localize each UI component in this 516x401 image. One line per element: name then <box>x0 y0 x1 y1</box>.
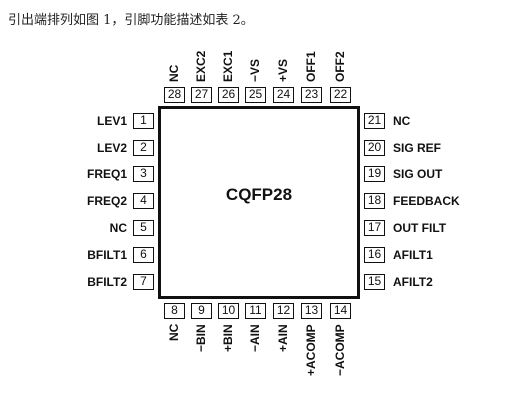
pin-label-vertical: +AIN <box>276 324 290 352</box>
pin-label-vertical: +ACOMP <box>304 324 318 376</box>
pin-label-vertical: NC <box>167 323 181 341</box>
pin-number-box: 20 <box>364 140 385 156</box>
pin-label-vertical: −AIN <box>248 324 262 352</box>
pin-number-box: 2 <box>133 140 154 156</box>
pin-label: BFILT2 <box>87 275 127 289</box>
pin-label: BFILT1 <box>87 248 127 262</box>
pin-number-box: 24 <box>273 87 294 103</box>
pin-number-box: 13 <box>301 303 322 319</box>
pin-number-box: 5 <box>133 220 154 236</box>
pin-label: LEV1 <box>96 114 127 128</box>
pin-number-box: 6 <box>133 247 154 263</box>
pin-label: SIG REF <box>393 141 442 155</box>
pin-label-vertical: −VS <box>248 58 262 82</box>
pin-number-box: 25 <box>245 87 266 103</box>
pin-label: AFILT2 <box>393 275 433 289</box>
pin-label-vertical: −BIN <box>194 324 208 352</box>
pin-number-box: 11 <box>245 303 266 319</box>
pin-number-box: 16 <box>364 247 385 263</box>
pin-number-box: 28 <box>164 87 185 103</box>
pin-label-vertical: −ACOMP <box>333 324 347 376</box>
pin-label-vertical: NC <box>167 64 181 82</box>
pin-number-box: 1 <box>133 113 154 129</box>
pin-number-box: 3 <box>133 166 154 182</box>
chip-body: CQFP28 <box>158 106 360 299</box>
pin-label: SIG OUT <box>393 167 443 181</box>
pin-number-box: 27 <box>191 87 212 103</box>
pin-number-box: 22 <box>330 87 351 103</box>
caption-text: 引出端排列如图 1，引脚功能描述如表 2。 <box>8 13 254 28</box>
pin-label: LEV2 <box>96 141 127 155</box>
pin-number-box: 15 <box>364 274 385 290</box>
pin-number-box: 19 <box>364 166 385 182</box>
pin-label: FREQ2 <box>86 194 127 208</box>
pin-number-box: 21 <box>364 113 385 129</box>
pin-number-box: 8 <box>164 303 185 319</box>
pin-label: FEEDBACK <box>393 194 460 208</box>
pin-label-vertical: EXC1 <box>221 50 235 82</box>
pin-label-vertical: OFF2 <box>333 51 347 82</box>
pin-number-box: 10 <box>218 303 239 319</box>
pin-label: NC <box>393 114 411 128</box>
pin-number-box: 18 <box>364 193 385 209</box>
pin-number-box: 7 <box>133 274 154 290</box>
pin-label-vertical: +VS <box>276 58 290 82</box>
pin-label: NC <box>109 221 127 235</box>
pin-number-box: 12 <box>273 303 294 319</box>
pin-label-vertical: EXC2 <box>194 50 208 82</box>
pin-number-box: 26 <box>218 87 239 103</box>
pin-label-vertical: OFF1 <box>304 51 318 82</box>
pin-label: FREQ1 <box>86 167 127 181</box>
pin-number-box: 14 <box>330 303 351 319</box>
pin-number-box: 4 <box>133 193 154 209</box>
chip-package-label: CQFP28 <box>225 185 293 204</box>
pin-number-box: 23 <box>301 87 322 103</box>
pin-label-vertical: +BIN <box>221 324 235 352</box>
pin-number-box: 17 <box>364 220 385 236</box>
pin-label: OUT FILT <box>393 221 447 235</box>
pin-label: AFILT1 <box>393 248 433 262</box>
pin-number-box: 9 <box>191 303 212 319</box>
